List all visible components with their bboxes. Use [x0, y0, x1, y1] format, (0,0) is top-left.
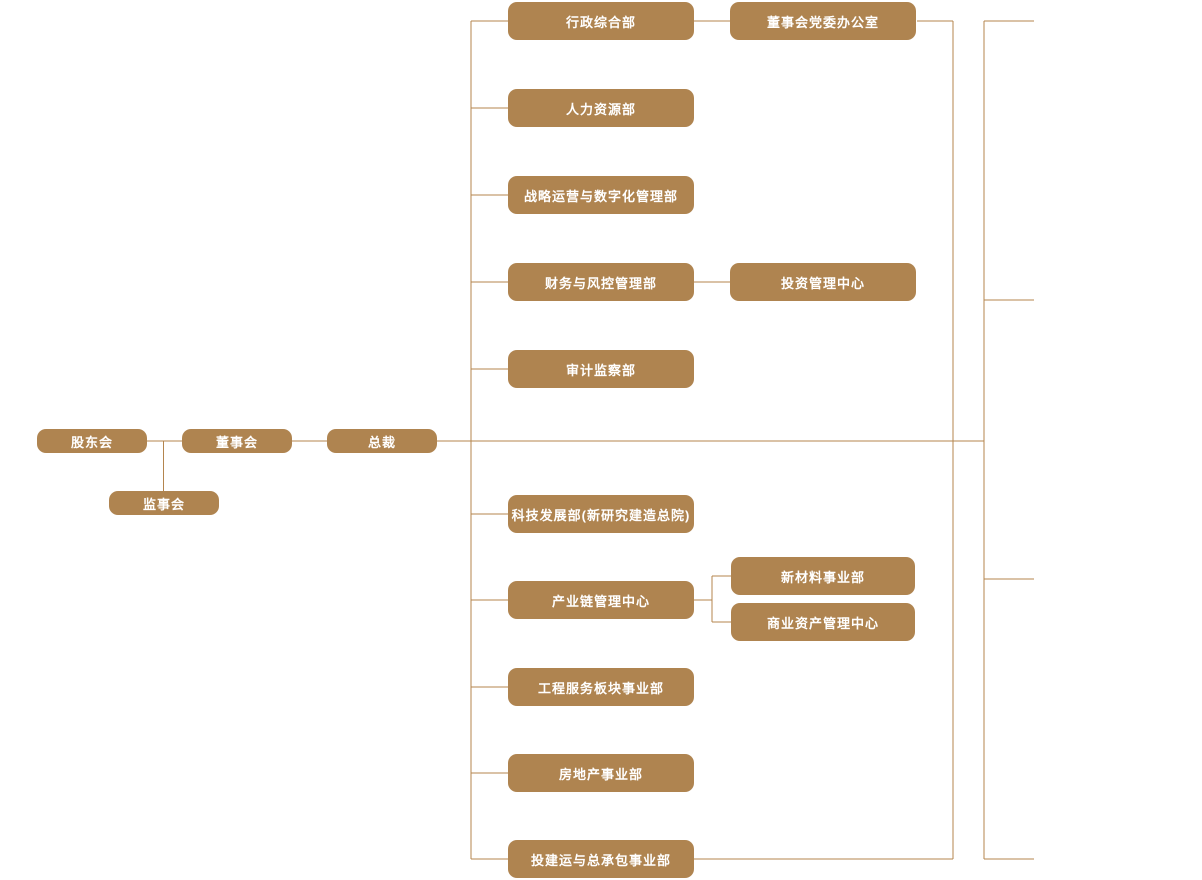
org-node-engineering-services: 工程服务板块事业部 — [508, 668, 694, 706]
org-node-finance-risk: 财务与风控管理部 — [508, 263, 694, 301]
org-node-human-resources: 人力资源部 — [508, 89, 694, 127]
org-node-president: 总裁 — [327, 429, 437, 453]
org-node-real-estate: 房地产事业部 — [508, 754, 694, 792]
org-node-supervisory-board: 监事会 — [109, 491, 219, 515]
org-node-board-of-directors: 董事会 — [182, 429, 292, 453]
org-node-strategy-digital: 战略运营与数字化管理部 — [508, 176, 694, 214]
org-node-industry-chain-center: 产业链管理中心 — [508, 581, 694, 619]
org-node-tech-development: 科技发展部(新研究建造总院) — [508, 495, 694, 533]
org-node-audit-supervision: 审计监察部 — [508, 350, 694, 388]
org-node-investment-center: 投资管理中心 — [730, 263, 916, 301]
org-node-shareholders: 股东会 — [37, 429, 147, 453]
org-node-board-party-office: 董事会党委办公室 — [730, 2, 916, 40]
org-node-invest-build-operate-epc: 投建运与总承包事业部 — [508, 840, 694, 878]
org-node-commercial-assets: 商业资产管理中心 — [731, 603, 915, 641]
org-node-admin-general: 行政综合部 — [508, 2, 694, 40]
org-node-new-materials: 新材料事业部 — [731, 557, 915, 595]
